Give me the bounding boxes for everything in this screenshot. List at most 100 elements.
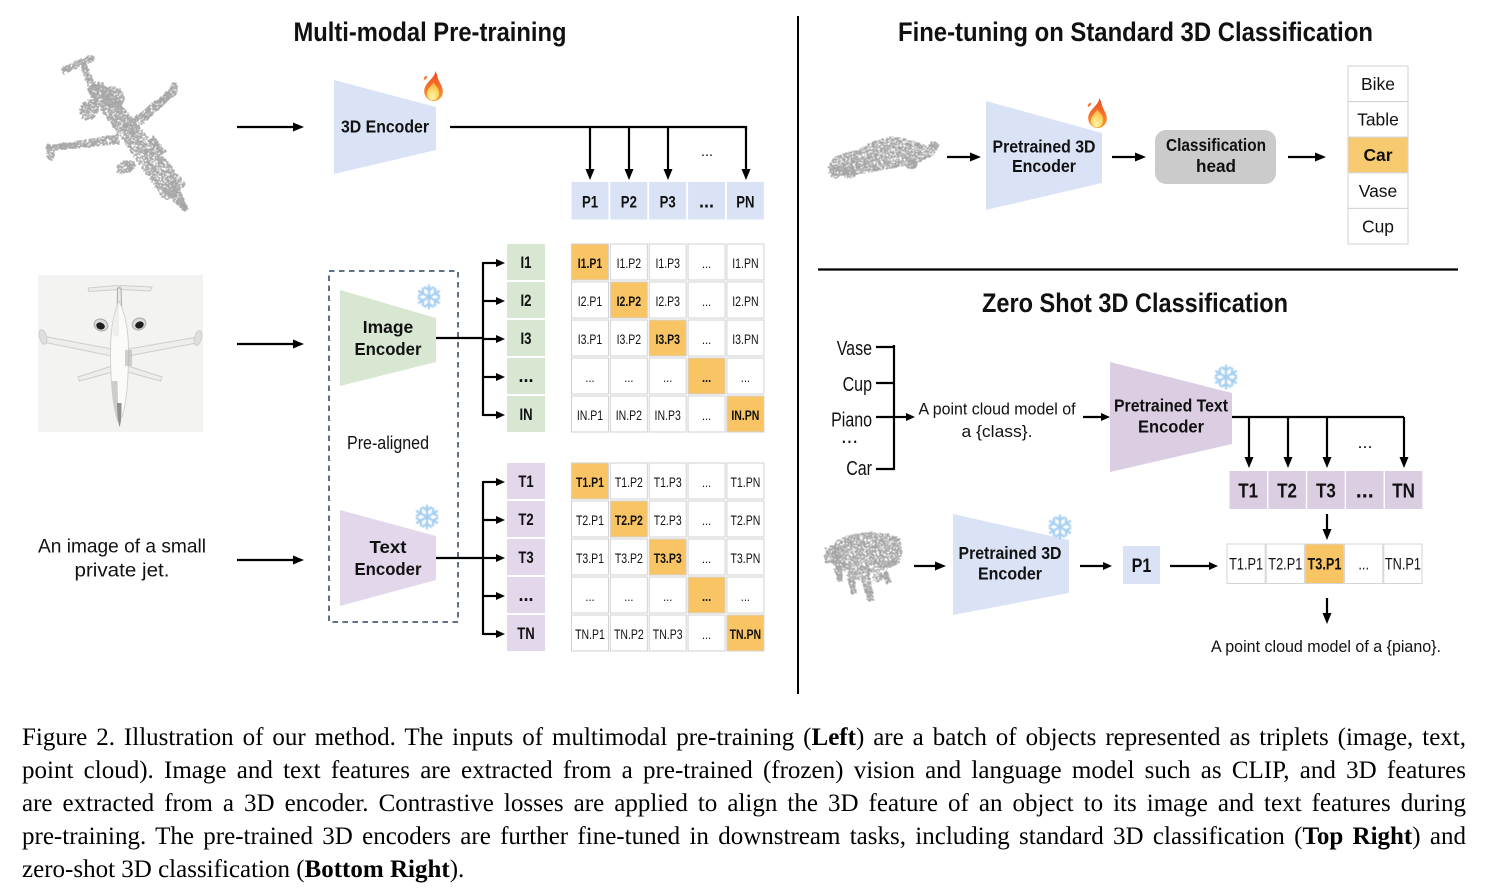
svg-text:TN: TN: [517, 625, 535, 643]
svg-text:A point cloud model of a {pian: A point cloud model of a {piano}.: [1211, 637, 1441, 656]
svg-text:Multi-modal Pre-training: Multi-modal Pre-training: [294, 17, 567, 47]
svg-text:I1.P1: I1.P1: [578, 256, 603, 271]
svg-text:Text: Text: [370, 537, 407, 557]
svg-text:a {class}.: a {class}.: [962, 422, 1033, 441]
svg-text:Classification: Classification: [1166, 135, 1266, 155]
svg-text:T2.P3: T2.P3: [654, 513, 682, 528]
svg-text:T1.P1: T1.P1: [1229, 555, 1263, 574]
svg-text:...: ...: [702, 294, 711, 309]
svg-text:...: ...: [1356, 478, 1374, 503]
svg-text:...: ...: [702, 513, 711, 528]
svg-text:Encoder: Encoder: [355, 559, 422, 579]
svg-text:...: ...: [702, 408, 711, 423]
svg-text:I1.PN: I1.PN: [732, 256, 758, 271]
svg-text:I2: I2: [521, 292, 532, 310]
svg-text:Encoder: Encoder: [1012, 156, 1076, 176]
svg-text:I1.P3: I1.P3: [655, 256, 680, 271]
svg-text:Cup: Cup: [1362, 216, 1394, 236]
svg-text:P1: P1: [582, 194, 598, 212]
svg-text:IN.P2: IN.P2: [616, 408, 642, 423]
svg-text:An image of a small: An image of a small: [38, 536, 206, 558]
svg-text:T1.P3: T1.P3: [654, 475, 682, 490]
svg-text:Pretrained 3D: Pretrained 3D: [959, 543, 1062, 563]
svg-text:T2.PN: T2.PN: [731, 513, 761, 528]
svg-text:PN: PN: [736, 194, 754, 212]
svg-text:...: ...: [624, 370, 633, 385]
svg-text:T2.P1: T2.P1: [576, 513, 604, 528]
svg-text:3D Encoder: 3D Encoder: [341, 117, 429, 137]
svg-text:Pretrained 3D: Pretrained 3D: [993, 137, 1096, 157]
svg-text:Piano: Piano: [831, 410, 872, 432]
svg-text:TN.PN: TN.PN: [730, 627, 762, 642]
svg-text:Fine-tuning on Standard 3D Cla: Fine-tuning on Standard 3D Classificatio…: [898, 17, 1373, 47]
svg-text:...: ...: [624, 589, 633, 604]
svg-text:T2.P2: T2.P2: [615, 513, 643, 528]
svg-text:TN.P1: TN.P1: [1385, 555, 1421, 574]
svg-text:...: ...: [585, 370, 594, 385]
svg-text:I1.P2: I1.P2: [617, 256, 642, 271]
svg-text:...: ...: [702, 551, 711, 566]
svg-text:...: ...: [519, 366, 534, 387]
svg-text:...: ...: [702, 256, 711, 271]
svg-text:...: ...: [702, 332, 711, 347]
svg-text:...: ...: [699, 192, 714, 213]
svg-text:Encoder: Encoder: [355, 339, 422, 359]
svg-text:I2.P2: I2.P2: [617, 294, 642, 309]
svg-text:I3.P2: I3.P2: [617, 332, 642, 347]
svg-text:...: ...: [741, 370, 750, 385]
svg-text:T3: T3: [1316, 481, 1336, 503]
svg-text:...: ...: [702, 589, 711, 604]
svg-text:I2.PN: I2.PN: [732, 294, 758, 309]
svg-text:T3.P1: T3.P1: [576, 551, 604, 566]
svg-text:T2: T2: [518, 511, 533, 529]
svg-text:T2.P1: T2.P1: [1268, 555, 1302, 574]
svg-text:IN: IN: [519, 406, 532, 424]
svg-text:TN.P1: TN.P1: [575, 627, 605, 642]
svg-text:...: ...: [702, 475, 711, 490]
svg-text:T1: T1: [1238, 481, 1258, 503]
svg-text:...: ...: [1358, 433, 1373, 452]
svg-text:...: ...: [701, 143, 713, 160]
svg-text:Pre-aligned: Pre-aligned: [347, 432, 429, 453]
svg-text:...: ...: [585, 589, 594, 604]
svg-text:T3.P1: T3.P1: [1308, 555, 1342, 574]
svg-text:private jet.: private jet.: [75, 560, 170, 582]
svg-text:...: ...: [519, 585, 534, 606]
svg-text:T3.PN: T3.PN: [731, 551, 761, 566]
svg-text:...: ...: [702, 370, 711, 385]
svg-text:T3.P2: T3.P2: [615, 551, 643, 566]
svg-text:...: ...: [663, 370, 672, 385]
svg-text:T2: T2: [1277, 481, 1297, 503]
svg-text:...: ...: [1358, 555, 1369, 574]
svg-text:I2.P1: I2.P1: [578, 294, 603, 309]
svg-text:...: ...: [841, 423, 858, 448]
svg-text:Bike: Bike: [1361, 74, 1395, 94]
svg-text:Image: Image: [363, 317, 414, 337]
svg-text:T3: T3: [518, 549, 533, 567]
svg-text:I1: I1: [521, 254, 532, 272]
svg-text:T3.P3: T3.P3: [654, 551, 682, 566]
svg-text:I3.P1: I3.P1: [578, 332, 603, 347]
svg-text:Zero Shot 3D Classification: Zero Shot 3D Classification: [982, 288, 1288, 318]
svg-text:Car: Car: [846, 458, 872, 480]
svg-text:I3.PN: I3.PN: [732, 332, 758, 347]
svg-text:T1: T1: [518, 473, 533, 491]
svg-text:TN.P2: TN.P2: [614, 627, 644, 642]
svg-text:T1.P2: T1.P2: [615, 475, 643, 490]
svg-text:IN.P3: IN.P3: [655, 408, 681, 423]
svg-text:...: ...: [702, 627, 711, 642]
svg-text:Cup: Cup: [843, 374, 872, 396]
svg-text:Pretrained Text: Pretrained Text: [1114, 396, 1228, 416]
svg-text:Encoder: Encoder: [1138, 417, 1204, 437]
svg-text:I3.P3: I3.P3: [655, 332, 680, 347]
svg-text:IN.P1: IN.P1: [577, 408, 603, 423]
svg-text:...: ...: [663, 589, 672, 604]
svg-text:TN: TN: [1392, 481, 1415, 503]
svg-text:T1.PN: T1.PN: [731, 475, 761, 490]
svg-text:IN.PN: IN.PN: [731, 408, 759, 423]
svg-text:Vase: Vase: [837, 338, 872, 360]
svg-text:P1: P1: [1132, 556, 1152, 577]
svg-text:P2: P2: [621, 194, 637, 212]
svg-text:Vase: Vase: [1359, 181, 1398, 201]
svg-text:I3: I3: [521, 330, 532, 348]
